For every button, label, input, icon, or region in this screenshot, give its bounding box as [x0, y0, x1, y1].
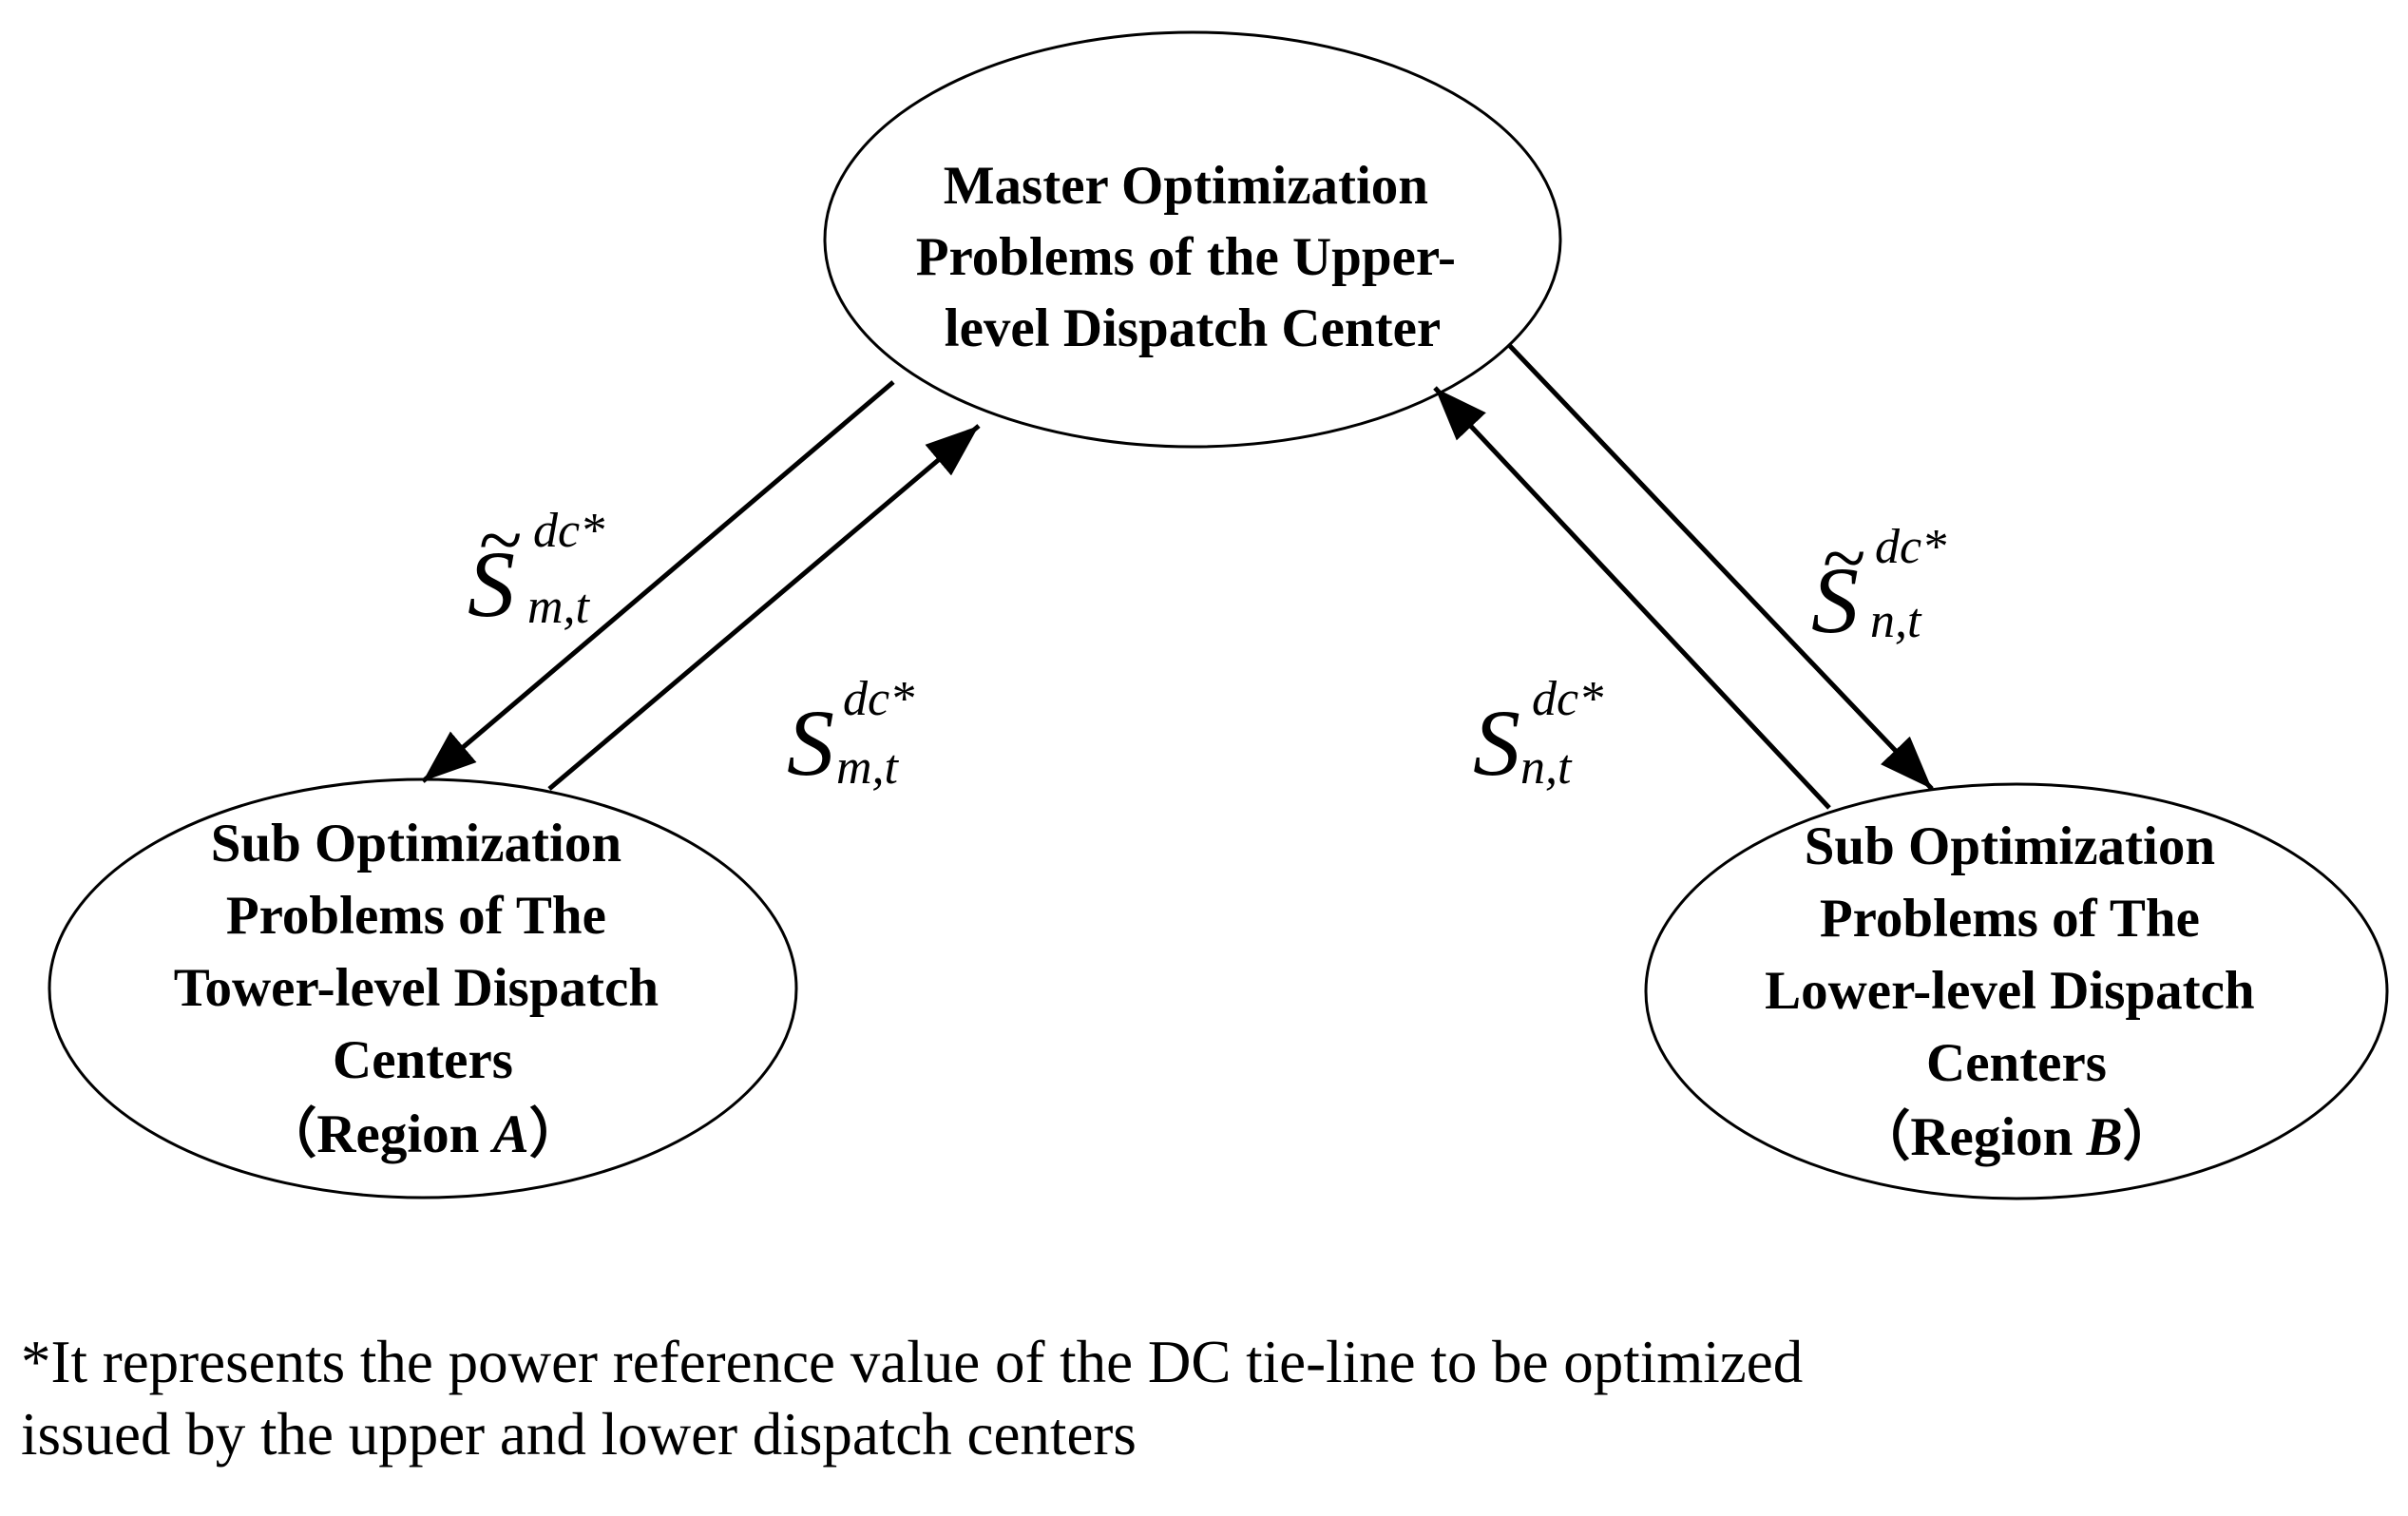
superscript: dc*: [1875, 520, 1946, 574]
superscript: dc*: [1532, 672, 1603, 726]
edge-label-from-b: S dc* n,t: [1473, 672, 1603, 796]
arrow-a-to-master: [547, 424, 981, 791]
subscript: n,t: [1520, 740, 1573, 795]
subscript: m,t: [527, 580, 591, 634]
sub-node-a: Sub Optimization Problems of The Tower-l…: [48, 777, 798, 1199]
footnote-line: issued by the upper and lower dispatch c…: [21, 1401, 1137, 1468]
sub-b-label-line: Problems of The: [1820, 889, 2200, 949]
edge-label-from-a: S dc* m,t: [787, 672, 914, 796]
arrow-b-to-master: [1433, 386, 1831, 810]
sub-a-label-line: Problems of The: [226, 886, 606, 946]
master-ellipse: [823, 30, 1562, 449]
edge-label-to-b: ~ S dc* n,t: [1811, 514, 1946, 653]
symbol-s: S: [468, 531, 515, 637]
sub-b-label-line: Sub Optimization: [1805, 816, 2215, 876]
master-label: Master Optimization Problems of the Uppe…: [916, 156, 1470, 358]
sub-node-b: Sub Optimization Problems of The Lower-l…: [1644, 782, 2389, 1200]
sub-b-ellipse: [1644, 782, 2389, 1200]
tilde-mark: ~: [479, 496, 522, 585]
sub-b-region-close: ）: [2123, 1107, 2177, 1167]
tilde-mark: ~: [1823, 514, 1865, 603]
subscript: m,t: [836, 740, 900, 795]
sub-a-region-letter: A: [490, 1104, 529, 1164]
master-label-line: Problems of the Upper-: [916, 227, 1456, 287]
sub-a-region: （Region A）: [262, 1104, 583, 1164]
sub-b-label-line: Lower-level Dispatch: [1765, 961, 2255, 1021]
master-node: Master Optimization Problems of the Uppe…: [823, 30, 1562, 449]
sub-a-label-line: Tower-level Dispatch: [174, 958, 659, 1018]
arrow-master-to-a: [421, 380, 895, 783]
symbol-s: S: [787, 690, 834, 796]
symbol-s: S: [1473, 690, 1520, 796]
edge-label-to-a: ~ S dc* m,t: [468, 496, 604, 637]
sub-a-label-line: Sub Optimization: [211, 814, 621, 873]
master-label-line: level Dispatch Center: [945, 298, 1441, 358]
sub-b-label-line: Centers: [1926, 1033, 2107, 1093]
arrow-master-to-b: [1507, 343, 1934, 791]
sub-b-region-letter: B: [2086, 1107, 2123, 1167]
sub-b-region-open: （Region: [1856, 1107, 2086, 1167]
master-label-line: Master Optimization: [944, 156, 1428, 216]
footnote: *It represents the power reference value…: [21, 1326, 2387, 1470]
sub-b-label: Sub Optimization Problems of The Lower-l…: [1765, 816, 2268, 1093]
superscript: dc*: [533, 504, 604, 558]
sub-a-label: Sub Optimization Problems of The Tower-l…: [174, 814, 673, 1090]
sub-a-region-open: （Region: [262, 1104, 492, 1164]
subscript: n,t: [1870, 594, 1922, 648]
superscript: dc*: [843, 672, 914, 726]
sub-a-region-close: ）: [529, 1104, 583, 1164]
sub-a-label-line: Centers: [333, 1030, 513, 1090]
symbol-s: S: [1811, 547, 1859, 653]
sub-b-region: （Region B）: [1856, 1107, 2176, 1167]
footnote-line: *It represents the power reference value…: [21, 1329, 1804, 1395]
